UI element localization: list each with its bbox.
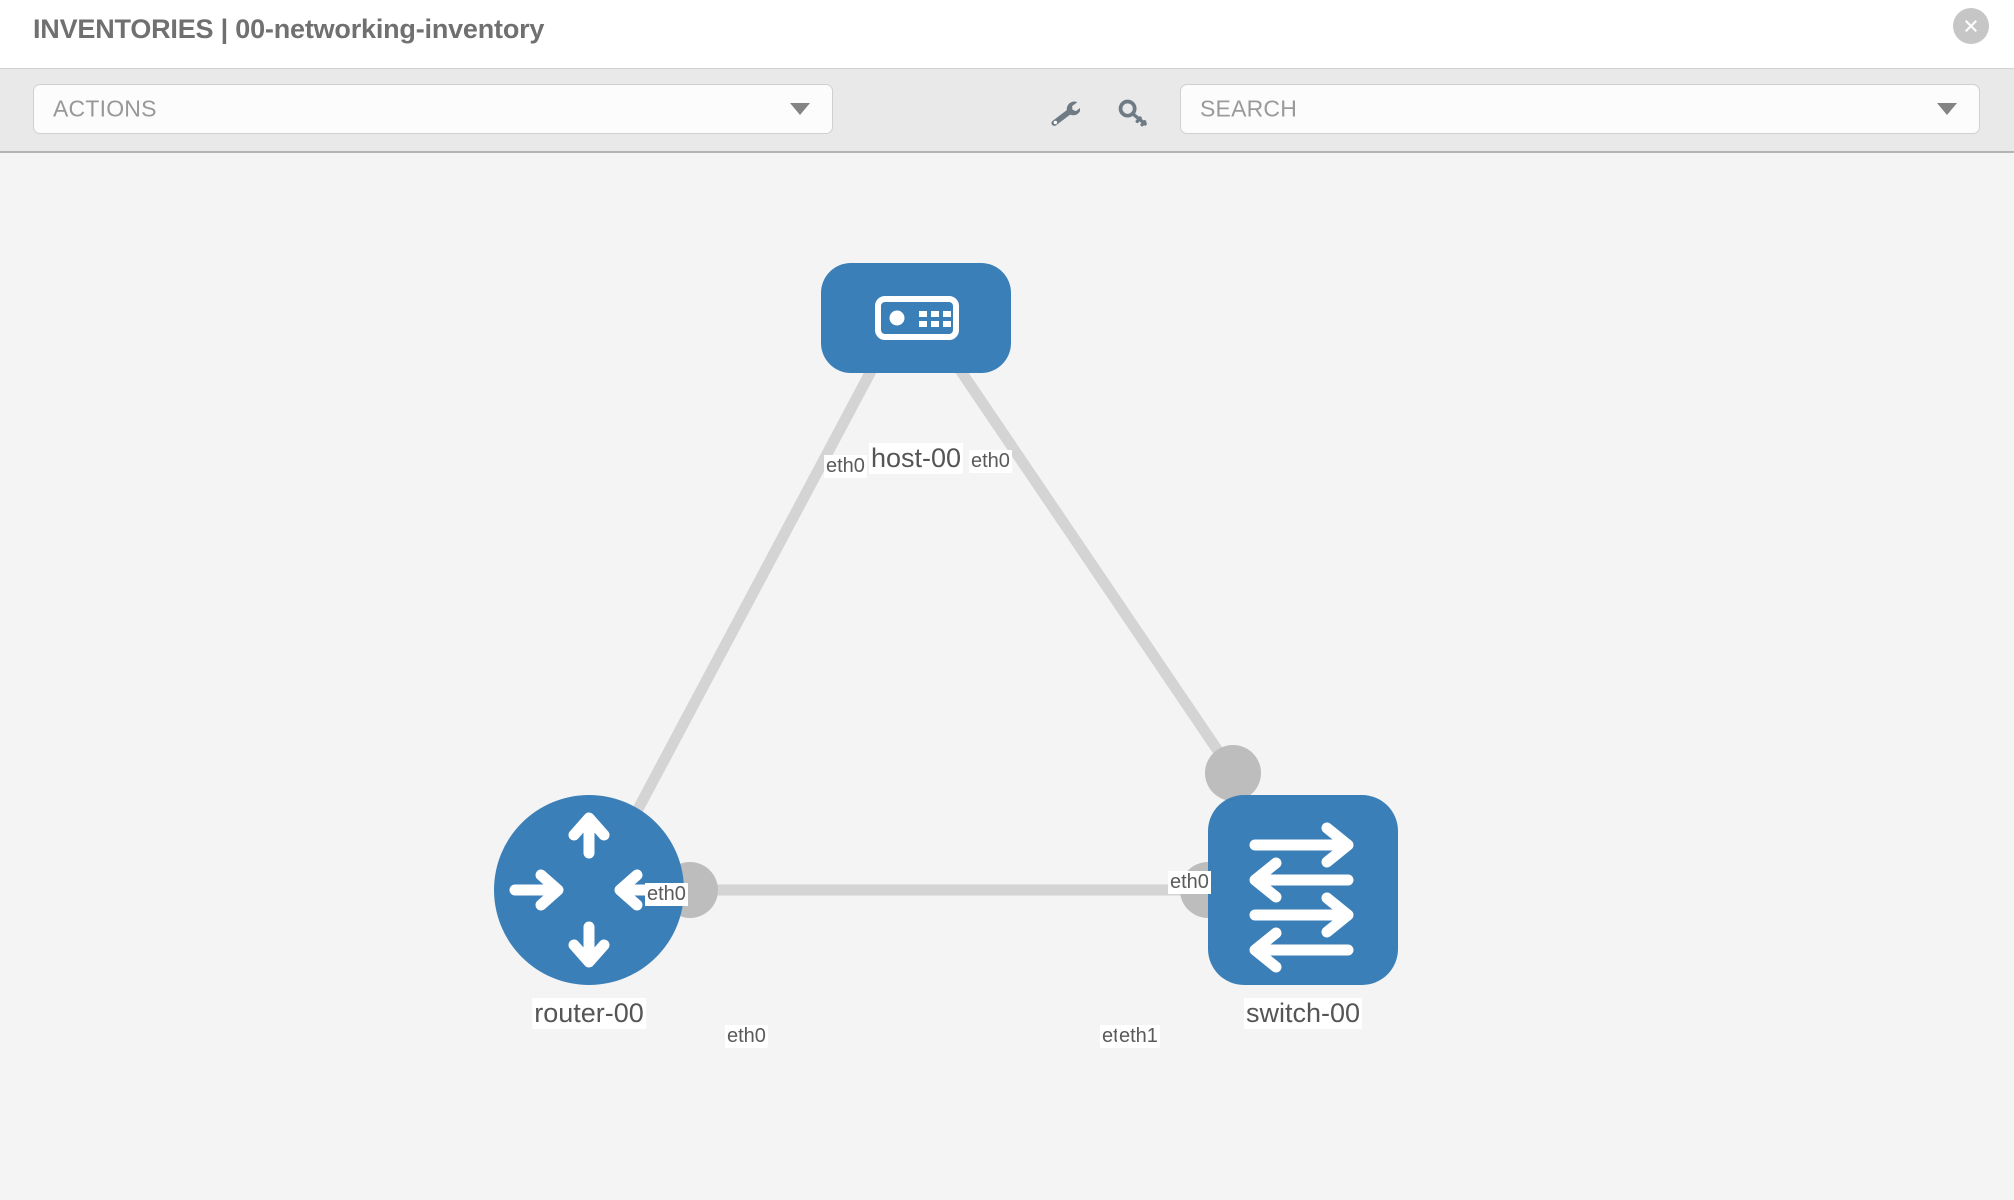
node-label-host-00: host-00 xyxy=(868,443,964,474)
search-input[interactable]: SEARCH xyxy=(1180,84,1980,134)
endpoint-switch00-eth0[interactable] xyxy=(1205,745,1261,801)
iface-label-switch00-eth0-uplink: eth0 xyxy=(1168,871,1211,894)
app-header: INVENTORIES | 00-networking-inventory xyxy=(0,0,2014,68)
wrench-button[interactable] xyxy=(1046,95,1080,129)
iface-label-router00-eth0: eth0 xyxy=(725,1025,768,1048)
search-placeholder: SEARCH xyxy=(1200,95,1298,122)
server-icon xyxy=(875,296,959,340)
link-host00-router00[interactable] xyxy=(615,355,883,846)
key-icon xyxy=(1118,99,1147,127)
node-switch-00[interactable] xyxy=(1208,795,1398,985)
chevron-down-icon xyxy=(790,103,810,115)
actions-dropdown[interactable]: ACTIONS xyxy=(33,84,833,134)
iface-label-router00-eth0-uplink: eth0 xyxy=(645,883,688,906)
iface-label-switch00-eth1: eth1 xyxy=(1117,1025,1160,1048)
key-button[interactable] xyxy=(1116,95,1150,129)
close-icon xyxy=(1965,20,1977,32)
topology-graph xyxy=(494,263,1398,985)
node-label-router-00: router-00 xyxy=(532,998,646,1029)
switch-arrows-icon xyxy=(1249,822,1354,973)
toolbar: ACTIONS SEARCH xyxy=(0,68,2014,153)
iface-label-host00-eth0-right: eth0 xyxy=(969,450,1012,473)
link-host00-switch00[interactable] xyxy=(947,354,1238,777)
page-title: INVENTORIES | 00-networking-inventory xyxy=(33,14,545,44)
close-button[interactable] xyxy=(1953,8,1989,44)
iface-label-host00-eth0-left: eth0 xyxy=(824,455,867,478)
node-label-switch-00: switch-00 xyxy=(1243,998,1363,1029)
actions-dropdown-label: ACTIONS xyxy=(53,95,157,122)
chevron-down-icon xyxy=(1937,103,1957,115)
node-host-00[interactable] xyxy=(821,263,1011,373)
wrench-icon xyxy=(1051,101,1080,126)
topology-canvas[interactable]: host-00 router-00 switch-00 eth0 eth0 et… xyxy=(0,153,2014,1200)
